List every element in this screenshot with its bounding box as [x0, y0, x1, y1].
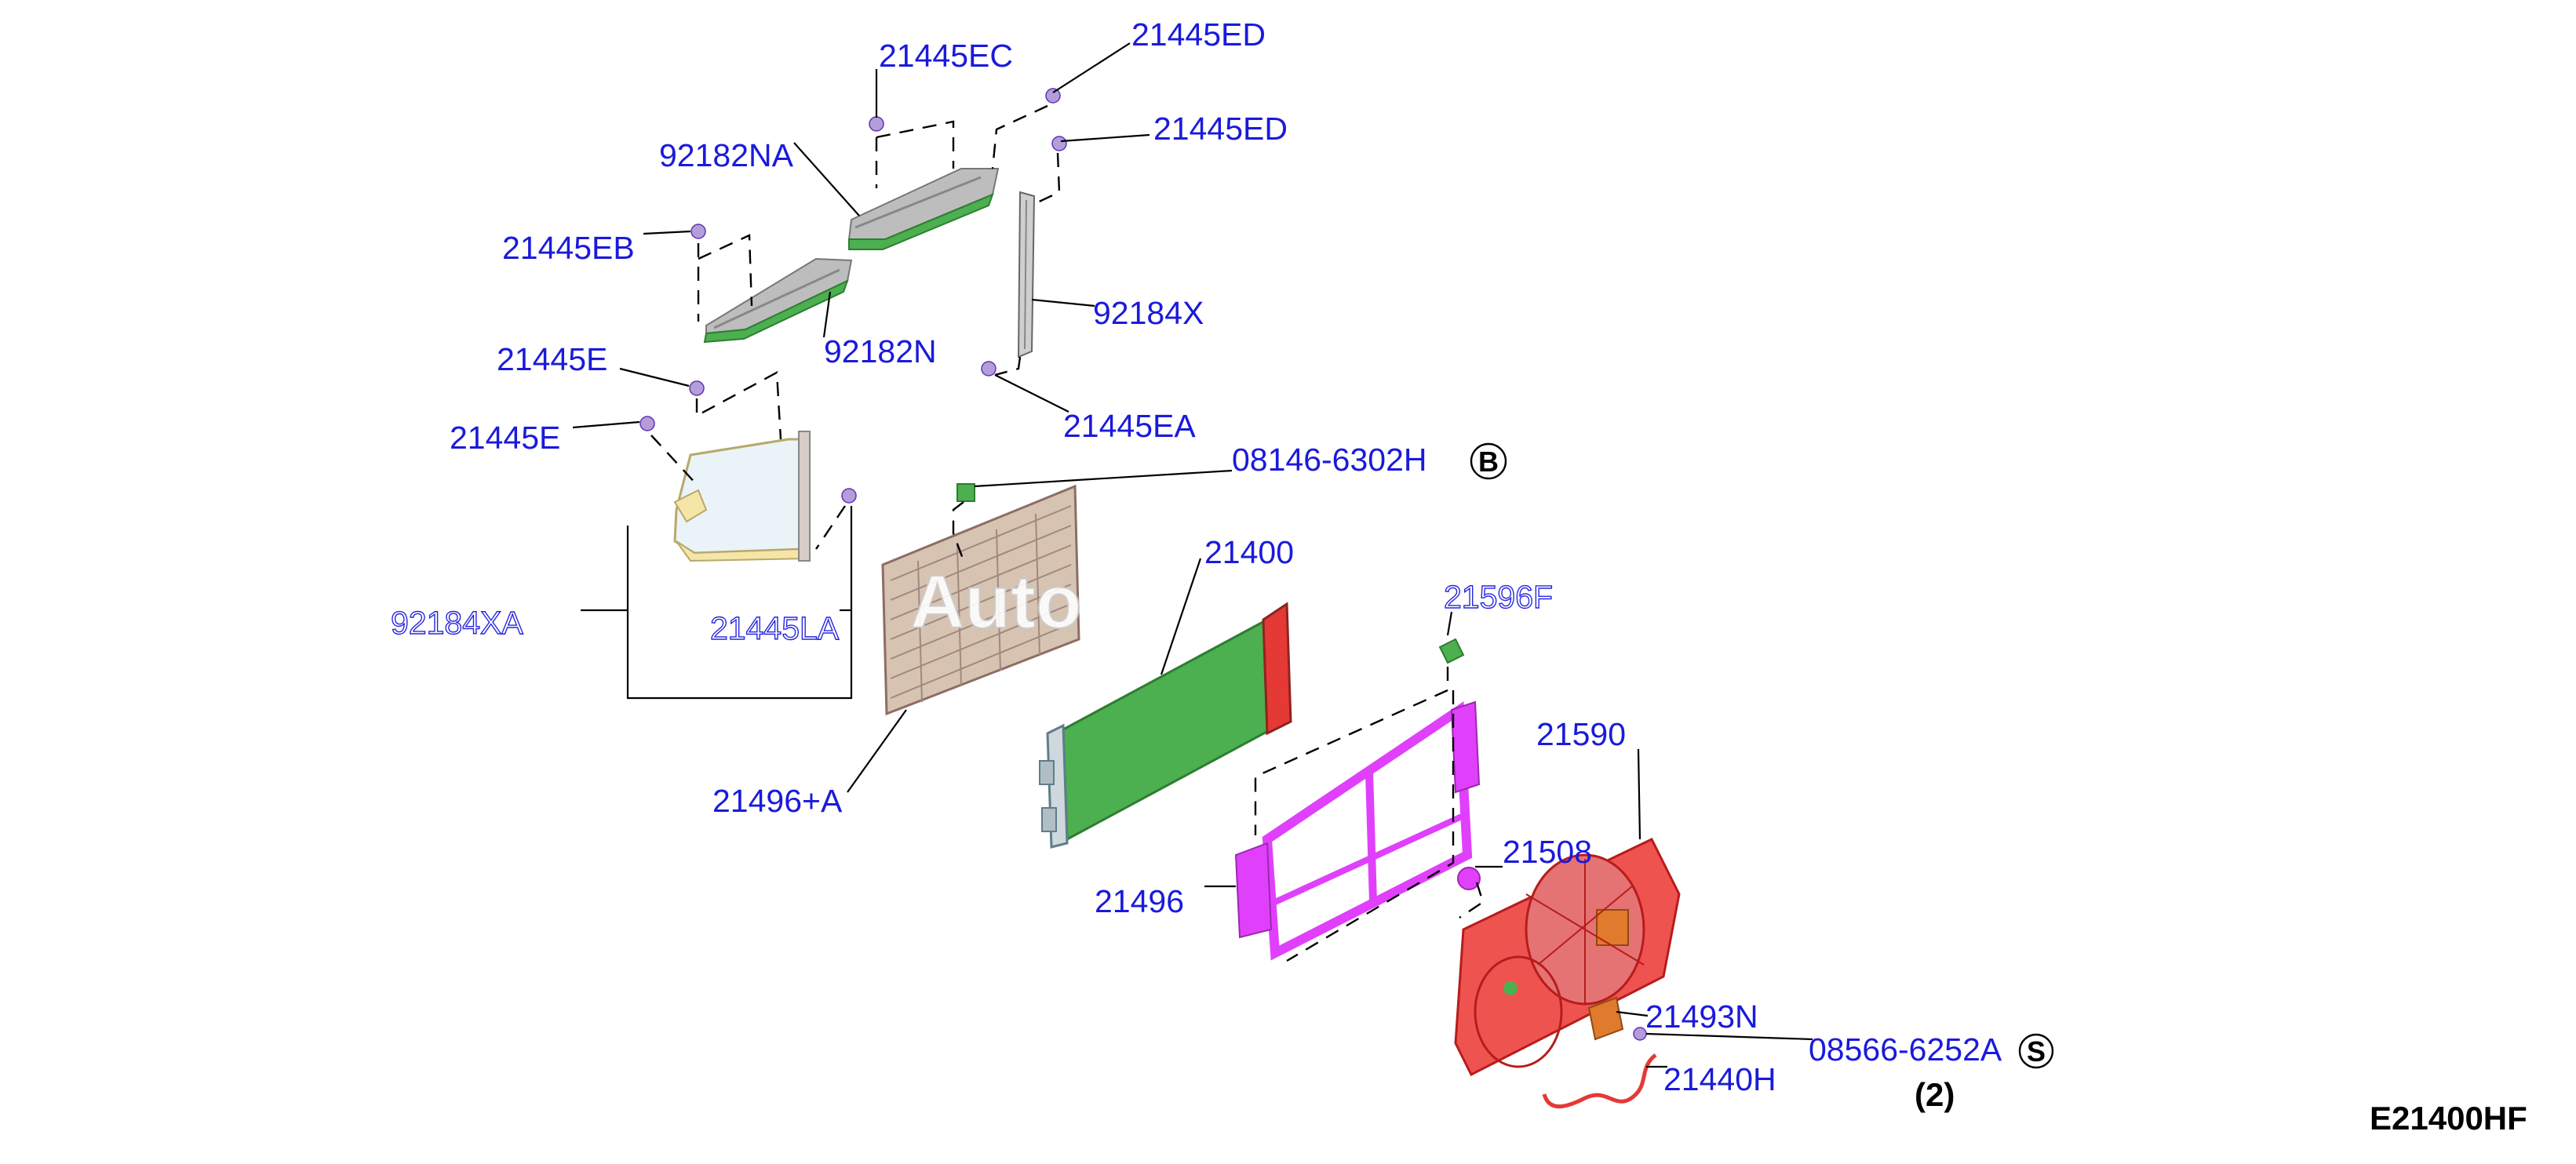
label-92184XA[interactable]: 92184XA [390, 604, 524, 641]
watermark-text: Auto [910, 560, 1082, 644]
clip-08146 [956, 483, 975, 502]
label-21445EA[interactable]: 21445EA [1063, 408, 1196, 444]
label-92182N[interactable]: 92182N [824, 333, 937, 369]
clip-21445EA [981, 361, 997, 376]
clip-21445EC [869, 116, 884, 132]
side-seal-part [1017, 191, 1036, 358]
clips [639, 88, 1647, 1041]
symbol-b-text: B [1478, 446, 1499, 478]
label-21508[interactable]: 21508 [1503, 834, 1592, 870]
label-21445ED-2[interactable]: 21445ED [1153, 111, 1288, 147]
label-21493N[interactable]: 21493N [1645, 998, 1758, 1035]
label-08566-6252A[interactable]: 08566-6252A [1809, 1031, 2002, 1068]
lower-air-duct-part [703, 257, 853, 344]
label-92184X[interactable]: 92184X [1093, 295, 1204, 331]
part-labels: 21445EC 21445ED 21445ED 92182NA 21445EB … [390, 16, 2002, 1097]
label-21445E-2[interactable]: 21445E [450, 420, 560, 456]
clip-21445E-1 [689, 380, 705, 396]
clip-08566 [1633, 1027, 1647, 1041]
label-21445EC[interactable]: 21445EC [879, 38, 1013, 74]
label-21400[interactable]: 21400 [1204, 534, 1294, 570]
harness-part [1542, 1053, 1657, 1109]
label-08146-6302H[interactable]: 08146-6302H [1232, 442, 1426, 478]
label-92182NA[interactable]: 92182NA [659, 137, 794, 173]
condenser-part [1039, 602, 1292, 849]
clip-21445LA [841, 488, 857, 504]
clip-21596F [1438, 638, 1465, 664]
leader-lines [572, 42, 1813, 1068]
quantity-note: (2) [1915, 1076, 1955, 1113]
label-21590[interactable]: 21590 [1536, 716, 1626, 752]
upper-air-duct-part [847, 168, 1000, 250]
label-21496[interactable]: 21496 [1095, 883, 1184, 919]
air-guide-part [673, 431, 811, 562]
assembly-dashed-lines [650, 104, 1485, 962]
fan-shroud-frame-part [1234, 700, 1481, 961]
label-21445ED-top[interactable]: 21445ED [1131, 16, 1266, 53]
diagram-code: E21400HF [2370, 1100, 2527, 1137]
grille-mesh-part [881, 484, 1080, 716]
label-21445EB[interactable]: 21445EB [502, 230, 635, 266]
symbol-s-mark: S [2018, 1033, 2054, 1069]
symbol-s-text: S [2027, 1035, 2046, 1068]
resistor-part [1587, 996, 1624, 1041]
label-21445LA[interactable]: 21445LA [709, 609, 840, 646]
symbol-b-mark: B [1470, 442, 1507, 480]
clip-21445E-2 [639, 416, 655, 431]
label-21440H[interactable]: 21440H [1663, 1061, 1776, 1097]
clip-21445ED-2 [1051, 136, 1067, 151]
label-21445E-1[interactable]: 21445E [497, 341, 607, 377]
clip-21445EB [690, 224, 706, 239]
fan-motor-part [1454, 838, 1681, 1077]
label-21496-plus-A[interactable]: 21496+A [712, 783, 843, 819]
clip-21445ED-top [1045, 88, 1061, 104]
label-21596F[interactable]: 21596F [1443, 578, 1553, 615]
